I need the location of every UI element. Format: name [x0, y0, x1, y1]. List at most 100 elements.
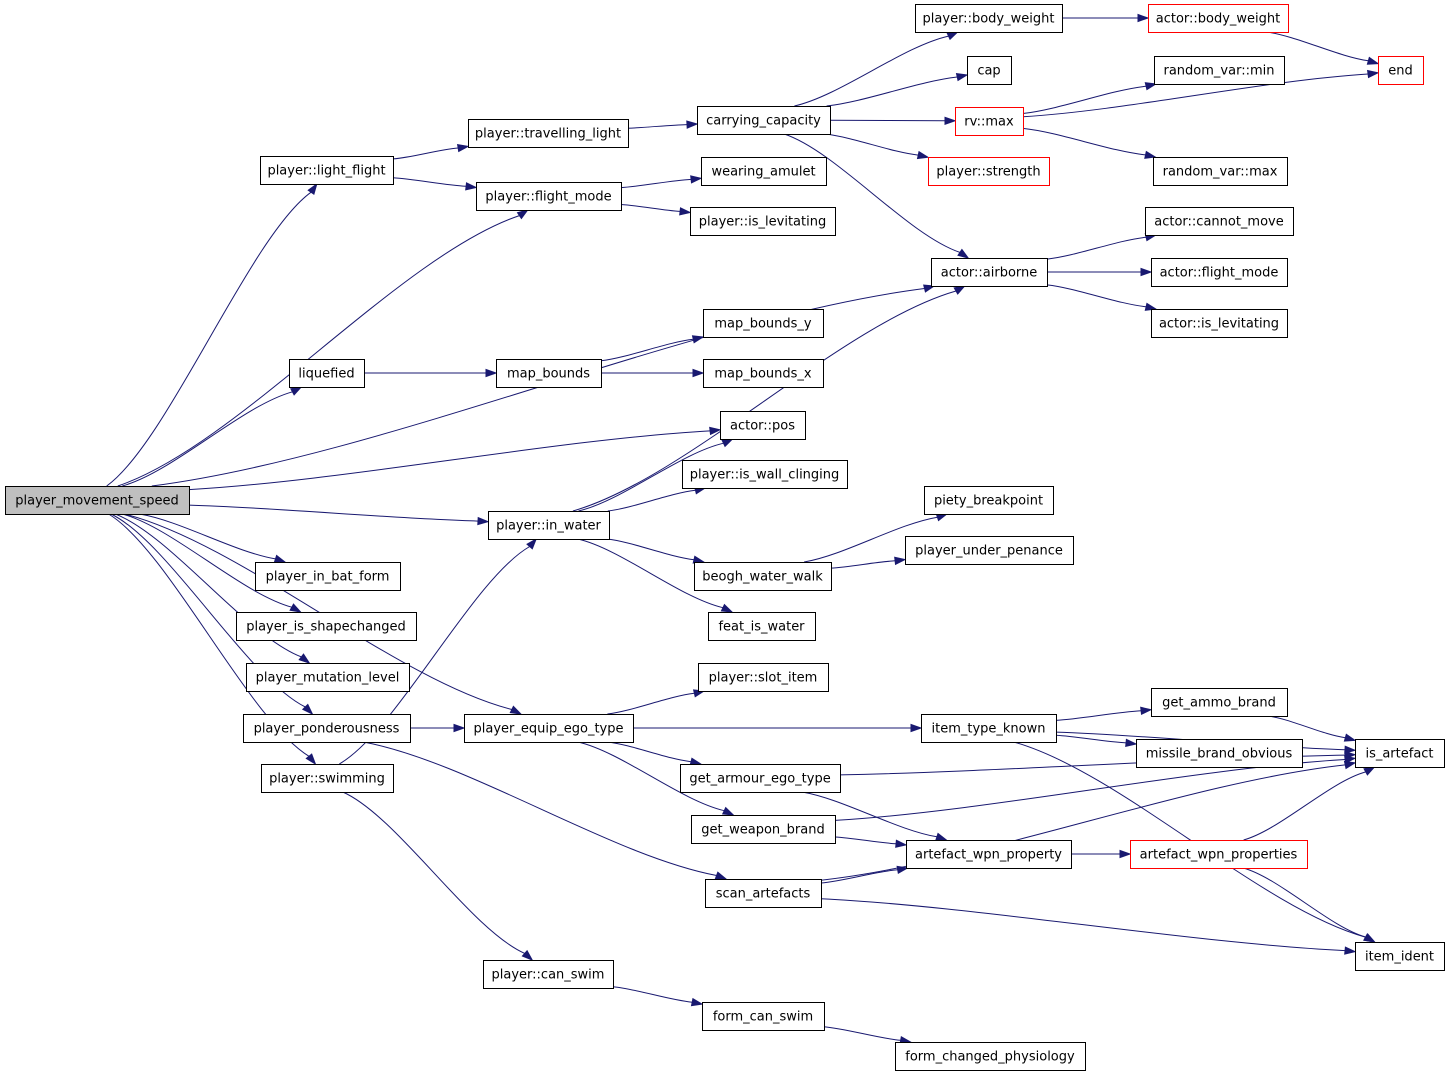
graph-node-a-is-levitating[interactable]: actor::is_levitating	[1151, 309, 1288, 338]
node-box	[243, 714, 411, 743]
node-label: player_under_penance	[915, 544, 1063, 559]
edge-line	[578, 442, 724, 512]
graph-node-pms[interactable]: player_movement_speed	[5, 486, 190, 515]
node-box	[468, 119, 629, 148]
graph-node-is-artefact[interactable]: is_artefact	[1355, 739, 1445, 768]
graph-node-map-bounds-x[interactable]: map_bounds_x	[703, 359, 824, 388]
graph-node-in-water[interactable]: player::in_water	[488, 511, 610, 540]
edge-arrowhead	[1137, 13, 1150, 23]
graph-node-slot-item[interactable]: player::slot_item	[698, 663, 829, 692]
graph-node-wpn-properties[interactable]: artefact_wpn_properties	[1130, 840, 1308, 869]
graph-node-ammo-brand[interactable]: get_ammo_brand	[1151, 688, 1288, 717]
graph-node-weapon-brand[interactable]: get_weapon_brand	[691, 815, 836, 844]
edge-arrowhead	[526, 537, 538, 550]
edge-swimming-to-in_water	[339, 537, 538, 765]
node-label: random_var::max	[1163, 165, 1278, 180]
graph-node-map-bounds[interactable]: map_bounds	[496, 359, 602, 388]
edge-pms-to-in_water	[188, 504, 490, 526]
graph-node-ponderousness[interactable]: player_ponderousness	[243, 714, 411, 743]
edge-liquefied-to-map_bounds	[364, 368, 498, 378]
edge-arrowhead	[1363, 933, 1377, 943]
graph-node-bat-form[interactable]: player_in_bat_form	[255, 562, 401, 591]
graph-node-armour-ego[interactable]: get_armour_ego_type	[680, 764, 841, 793]
graph-node-rv-min[interactable]: random_var::min	[1154, 56, 1285, 85]
graph-node-p-is-levitating[interactable]: player::is_levitating	[690, 207, 836, 236]
edge-line	[1022, 127, 1146, 156]
graph-node-missile-brand[interactable]: missile_brand_obvious	[1136, 739, 1303, 768]
graph-node-a-flight-mode[interactable]: actor::flight_mode	[1151, 258, 1288, 287]
edge-rv_max-to-rvar_max	[1022, 127, 1157, 159]
edge-travelling_light-to-carrying_capacity	[627, 120, 699, 129]
graph-node-item-type-known[interactable]: item_type_known	[921, 714, 1057, 743]
edge-pms-to-p_flight_mode	[117, 209, 529, 487]
graph-node-under-penance[interactable]: player_under_penance	[905, 536, 1074, 565]
edge-line	[117, 215, 520, 487]
graph-node-a-pos[interactable]: actor::pos	[720, 411, 806, 440]
node-label: missile_brand_obvious	[1146, 747, 1293, 762]
graph-node-rv-max[interactable]: rv::max	[955, 107, 1024, 136]
node-label: player::swimming	[269, 772, 385, 787]
node-box	[921, 714, 1057, 743]
graph-node-can-swim[interactable]: player::can_swim	[483, 960, 614, 989]
edge-line	[607, 489, 696, 512]
edge-can_swim-to-form_can_swim	[612, 986, 704, 1007]
graph-node-map-bounds-y[interactable]: map_bounds_y	[703, 309, 824, 338]
edge-p_flight_mode-to-wearing_amulet	[620, 175, 703, 189]
node-box	[705, 879, 822, 908]
edge-line	[363, 741, 717, 876]
node-label: form_changed_physiology	[905, 1050, 1075, 1065]
edge-line	[339, 546, 530, 765]
edge-line	[577, 538, 724, 609]
graph-node-a-airborne[interactable]: actor::airborne	[931, 258, 1048, 287]
edge-line	[1267, 31, 1369, 62]
graph-node-wearing-amulet[interactable]: wearing_amulet	[701, 157, 827, 186]
edge-line	[820, 764, 1346, 881]
node-label: actor::airborne	[941, 266, 1038, 281]
graph-node-travelling-light[interactable]: player::travelling_light	[468, 119, 629, 148]
graph-node-wpn-property[interactable]: artefact_wpn_property	[906, 840, 1072, 869]
graph-node-item-ident[interactable]: item_ident	[1355, 942, 1445, 971]
edge-arrowhead	[910, 723, 923, 733]
node-label: random_var::min	[1164, 64, 1275, 79]
graph-node-scan-artefacts[interactable]: scan_artefacts	[705, 879, 822, 908]
node-box	[967, 56, 1012, 85]
edge-arrowhead	[1119, 849, 1132, 859]
graph-node-equip-ego[interactable]: player_equip_ego_type	[464, 714, 634, 743]
graph-node-form-changed[interactable]: form_changed_physiology	[895, 1042, 1086, 1071]
edge-arrowhead	[1366, 56, 1380, 65]
edge-arrowhead	[1367, 69, 1380, 79]
graph-node-shapechanged[interactable]: player_is_shapechanged	[236, 612, 417, 641]
node-box	[1148, 4, 1289, 33]
node-box	[680, 764, 841, 793]
graph-node-beogh-water-walk[interactable]: beogh_water_walk	[694, 562, 832, 591]
edge-line	[188, 504, 479, 522]
graph-node-p-strength[interactable]: player::strength	[928, 157, 1050, 186]
edge-scan_artefacts-to-is_artefact	[820, 760, 1357, 881]
edge-arrowhead	[692, 368, 705, 378]
edge-weapon_brand-to-wpn_property	[834, 836, 908, 848]
graph-node-mutation-level[interactable]: player_mutation_level	[246, 663, 410, 692]
edge-arrowhead	[1144, 302, 1158, 311]
graph-node-end[interactable]: end	[1378, 56, 1424, 85]
graph-node-form-can-swim[interactable]: form_can_swim	[702, 1002, 825, 1031]
graph-node-cap[interactable]: cap	[967, 56, 1012, 85]
edge-arrowhead	[690, 175, 703, 184]
edge-arrowhead	[289, 603, 302, 613]
graph-node-a-body-weight[interactable]: actor::body_weight	[1148, 4, 1289, 33]
graph-node-feat-is-water[interactable]: feat_is_water	[708, 612, 816, 641]
graph-node-swimming[interactable]: player::swimming	[261, 764, 394, 793]
node-box	[1355, 739, 1445, 768]
graph-node-liquefied[interactable]: liquefied	[289, 359, 365, 388]
graph-node-light-flight[interactable]: player::light_flight	[260, 156, 394, 185]
graph-node-piety-breakpoint[interactable]: piety_breakpoint	[924, 486, 1054, 515]
graph-node-p-body-weight[interactable]: player::body_weight	[915, 4, 1063, 33]
node-label: artefact_wpn_property	[915, 848, 1062, 863]
edge-arrowhead	[465, 182, 478, 191]
edge-ponderousness-to-scan_artefacts	[363, 741, 728, 880]
graph-node-a-cannot-move[interactable]: actor::cannot_move	[1145, 207, 1294, 236]
graph-node-carrying-capacity[interactable]: carrying_capacity	[697, 106, 831, 135]
graph-node-wall-clinging[interactable]: player::is_wall_clinging	[682, 460, 848, 489]
graph-node-rvar-max[interactable]: random_var::max	[1153, 157, 1288, 186]
graph-node-p-flight-mode[interactable]: player::flight_mode	[476, 182, 622, 211]
edge-line	[620, 178, 692, 189]
